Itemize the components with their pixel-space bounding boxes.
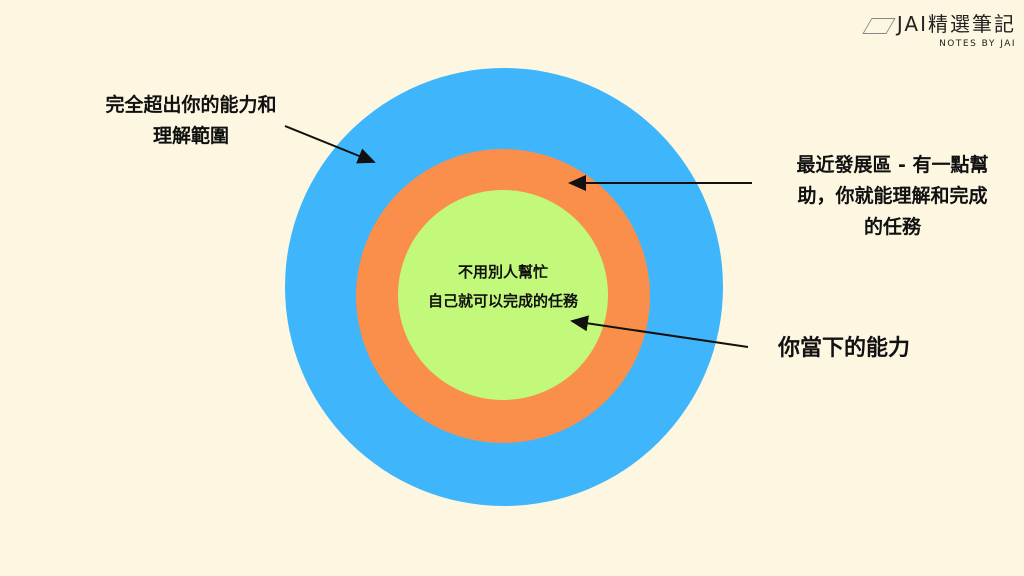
logo-title: JAI精選筆記 bbox=[862, 8, 1016, 37]
inner-circle bbox=[398, 190, 608, 400]
middle-zone-label: 最近發展區 - 有一點幫 助，你就能理解和完成 的任務 bbox=[796, 154, 989, 238]
outer-zone-label: 完全超出你的能力和 理解範圍 bbox=[105, 94, 277, 147]
inner-zone-label: 你當下的能力 bbox=[778, 336, 911, 361]
logo-subtitle: NOTES BY JAI bbox=[939, 39, 1016, 49]
inner-arrow bbox=[570, 315, 749, 348]
inner-zone-text-2: 自己就可以完成的任務 bbox=[427, 292, 578, 310]
notebook-icon bbox=[862, 17, 896, 34]
outer-arrow bbox=[284, 125, 376, 164]
logo: JAI精選筆記 NOTES BY JAI bbox=[862, 8, 1016, 49]
inner-zone-text-1: 不用別人幫忙 bbox=[457, 263, 548, 281]
